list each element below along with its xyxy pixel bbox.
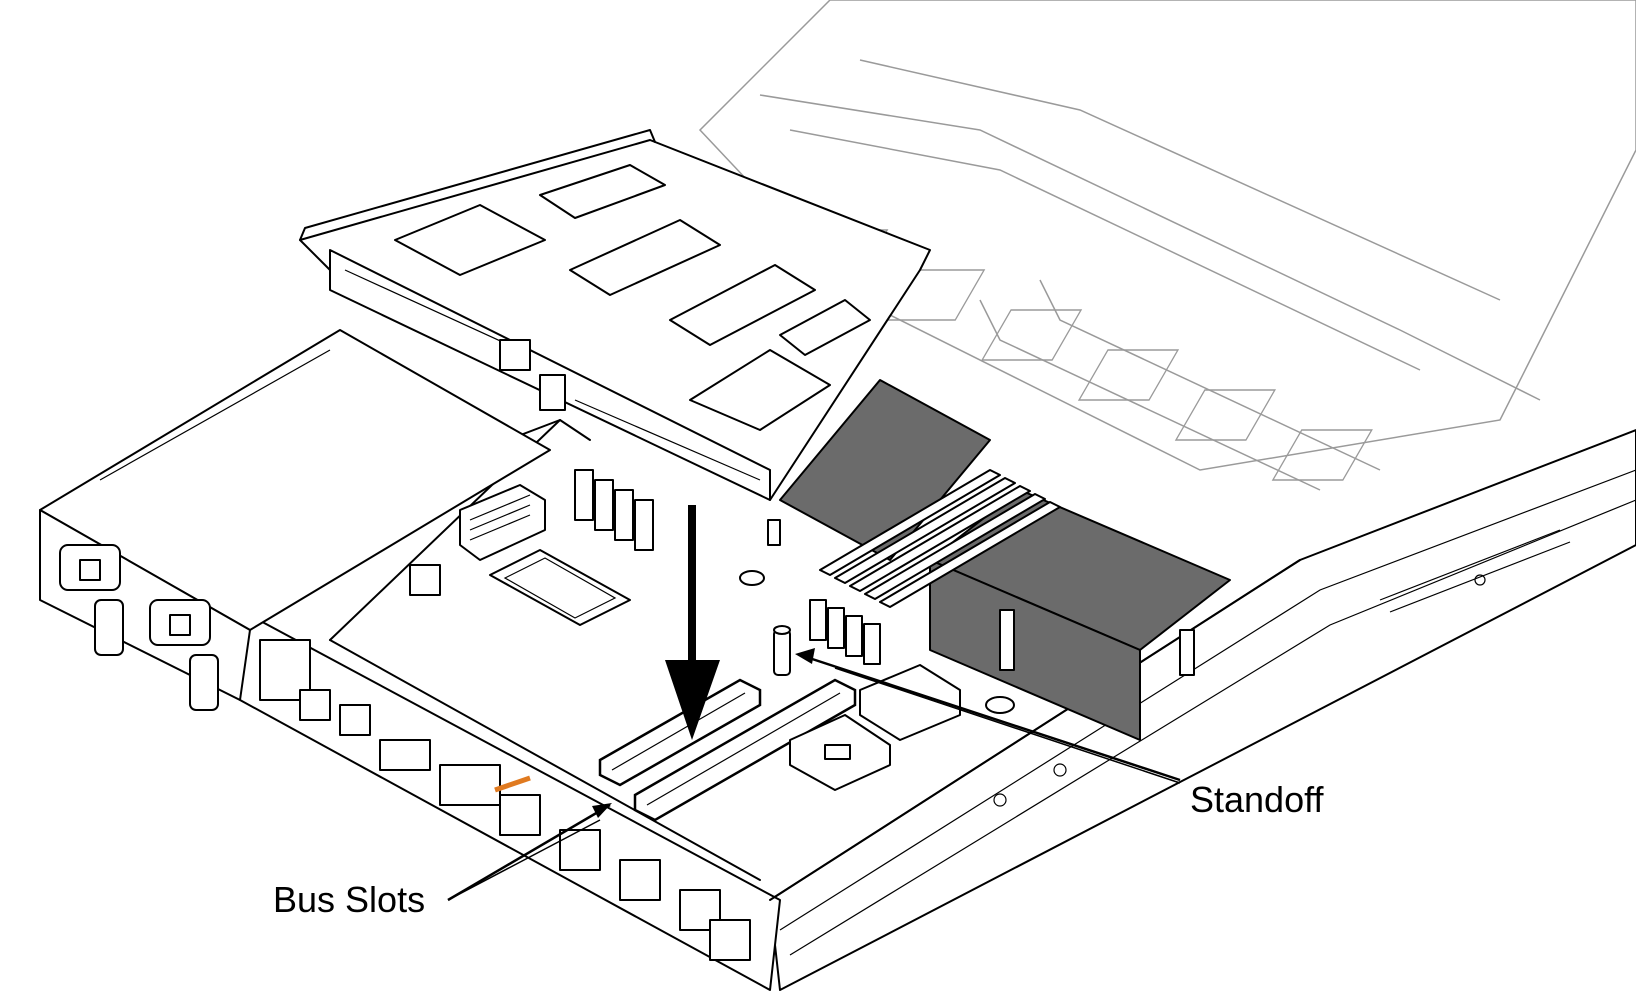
jumper-block xyxy=(409,564,441,596)
bus-slot-connectors xyxy=(598,678,857,822)
mount-hole-2 xyxy=(985,696,1015,714)
rear-io-ports xyxy=(259,639,751,961)
heatsink-screw-2 xyxy=(1179,629,1195,676)
riser-cutouts xyxy=(394,164,871,431)
motherboard xyxy=(409,469,1015,822)
power-connector-2 xyxy=(149,599,219,711)
dimm-clips-right xyxy=(809,599,881,665)
heatsink-screw xyxy=(999,609,1015,671)
power-header xyxy=(459,484,546,561)
bus-slots-label: Bus Slots xyxy=(273,879,425,920)
install-arrow xyxy=(665,505,720,740)
mount-hole xyxy=(739,570,765,586)
memory-and-heatsink xyxy=(779,379,1231,741)
sas-card xyxy=(789,664,961,791)
orange-tab xyxy=(494,775,531,793)
standoff-leader xyxy=(795,648,1181,784)
dimm-cluster-left xyxy=(574,469,654,551)
riser-card-edge xyxy=(344,269,761,481)
bus-slots-leader xyxy=(447,803,612,902)
side-vents xyxy=(993,529,1571,807)
power-supply xyxy=(39,329,551,711)
small-chip xyxy=(489,549,631,626)
standoff-post xyxy=(773,625,791,676)
standoff-label: Standoff xyxy=(1190,779,1324,820)
riser-assembly xyxy=(299,129,931,546)
riser-standoff-tab xyxy=(767,519,781,546)
dimm-modules xyxy=(819,469,1061,608)
power-connector-1 xyxy=(59,544,124,656)
